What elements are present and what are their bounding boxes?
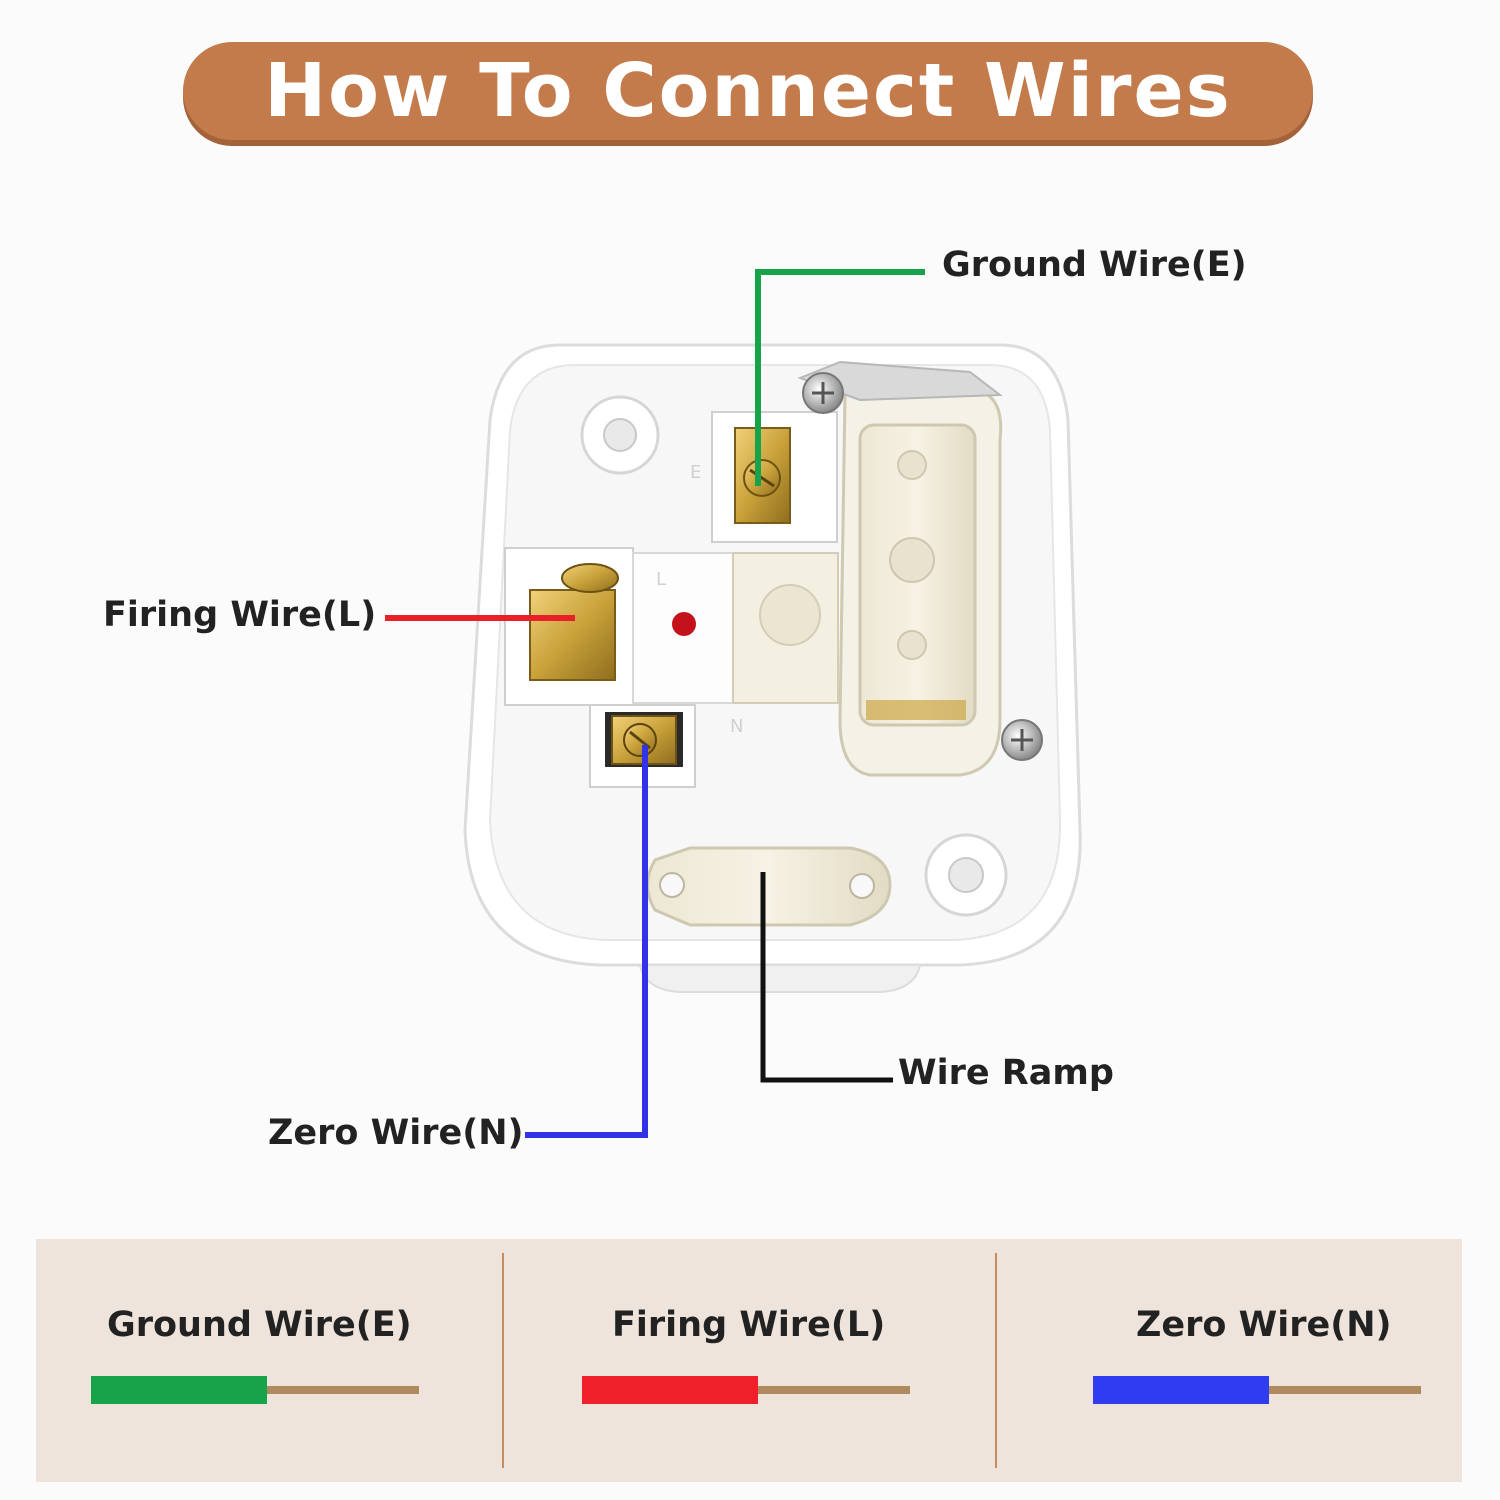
ground-callout-line [755,269,925,486]
wire-ramp-callout: Wire Ramp [898,1053,1114,1093]
legend-divider-1 [502,1253,504,1468]
zero-callout-line [525,745,648,1138]
plug-diagram: E L N [385,269,1082,1138]
legend-item-firing: Firing Wire(L) [506,1239,976,1482]
wire-ramp [646,846,892,927]
fuse-holder [838,388,1003,777]
cable-notch [638,964,922,993]
ground-wire-callout: Ground Wire(E) [942,245,1247,285]
firing-wire-callout: Firing Wire(L) [103,595,377,635]
zero-wire-copper [1269,1386,1421,1394]
terminal-mark-l: L [656,569,666,590]
mount-hole-top-left [580,395,660,475]
ramp-callout-line [760,872,893,1083]
firing-wire-copper [758,1386,910,1394]
live-terminal [504,547,839,706]
zero-wire-callout: Zero Wire(N) [268,1113,524,1153]
legend-item-ground: Ground Wire(E) [36,1239,506,1482]
fuse-screw-top [802,372,844,414]
zero-wire-insulation [1093,1376,1269,1404]
terminal-mark-n: N [730,716,743,737]
fuse-clip [797,360,1003,402]
legend-label-firing: Firing Wire(L) [612,1305,886,1345]
title-banner: How To Connect Wires [183,42,1313,140]
legend-label-ground: Ground Wire(E) [107,1305,412,1345]
legend-label-zero: Zero Wire(N) [1136,1305,1392,1345]
legend-item-zero: Zero Wire(N) [996,1239,1466,1482]
fuse-screw-bottom [1001,719,1043,761]
wire-color-legend: Ground Wire(E) Firing Wire(L) Zero Wire(… [36,1239,1462,1482]
legend-divider-2 [995,1253,997,1468]
page-title: How To Connect Wires [264,48,1232,134]
mount-hole-bottom-right [924,833,1008,917]
ground-wire-copper [267,1386,419,1394]
ground-wire-insulation [91,1376,267,1404]
terminal-mark-e: E [690,462,701,483]
firing-wire-insulation [582,1376,758,1404]
earth-terminal [711,411,838,543]
